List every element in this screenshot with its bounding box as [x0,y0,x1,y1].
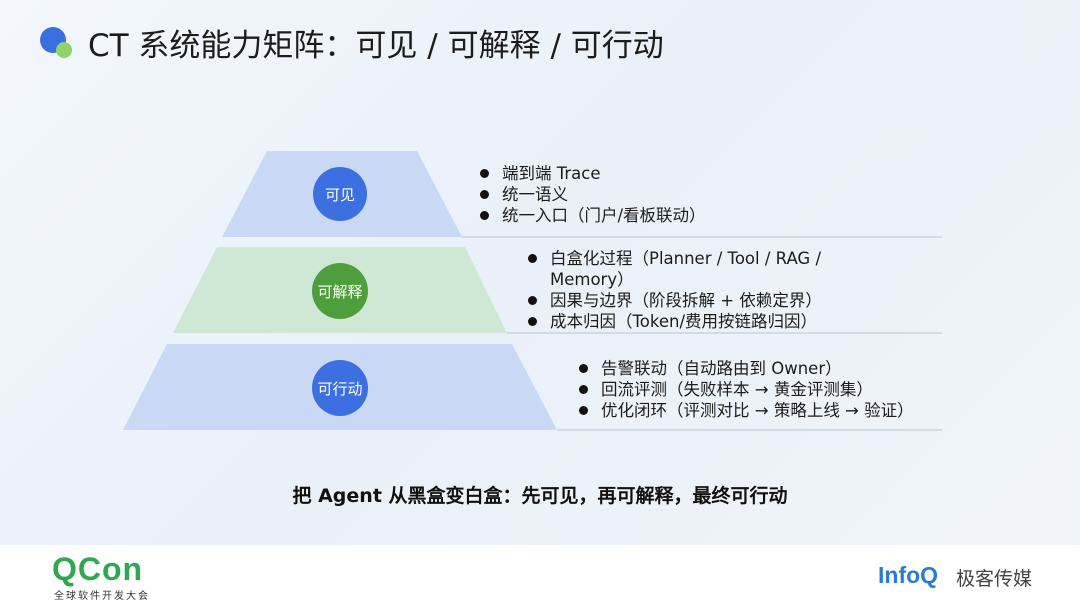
tier-3-bullet: 优化闭环（评测对比 → 策略上线 → 验证） [575,400,914,421]
tier-3-bullet-list: 告警联动（自动路由到 Owner） 回流评测（失败样本 → 黄金评测集） 优化闭… [575,358,914,421]
tier-2-bullet: 成本归因（Token/费用按链路归因） [524,311,822,332]
tier-1-circle: 可见 [313,167,367,221]
footer-bar [0,545,1080,605]
tier-2-bullet: 因果与边界（阶段拆解 + 依赖定界） [524,290,822,311]
slide-title: CT 系统能力矩阵：可见 / 可解释 / 可行动 [88,28,664,64]
tier-3-circle: 可行动 [312,360,368,416]
tier-3-bullet: 回流评测（失败样本 → 黄金评测集） [575,379,914,400]
qcon-subtitle: 全球软件开发大会 [54,591,150,602]
infoq-subtitle: 极客传媒 [956,568,1033,590]
tier-1-bullet: 统一语义 [476,184,706,205]
slide: CT 系统能力矩阵：可见 / 可解释 / 可行动 可见 可解释 可行动 端到端 … [40,27,942,507]
title-bullet-green-dot [56,42,72,58]
tier-2-circle: 可解释 [312,263,368,319]
tagline: 把 Agent 从黑盒变白盒：先可见，再可解释，最终可行动 [292,485,788,507]
tier-1-bullet: 统一入口（门户/看板联动） [476,205,706,226]
infoq-logo: InfoQ [878,562,939,588]
tier-2-bullet-list: 白盒化过程（Planner / Tool / RAG / Memory） 因果与… [524,248,822,332]
tier-1-bullet: 端到端 Trace [476,163,706,184]
tier-2-bullet-continuation: Memory） [550,270,634,289]
tier-3-bullet: 告警联动（自动路由到 Owner） [575,358,914,379]
tier-1-bullet-list: 端到端 Trace 统一语义 统一入口（门户/看板联动） [476,163,706,226]
tier-2-bullet: 白盒化过程（Planner / Tool / RAG / [524,248,822,269]
qcon-logo: QCon [52,551,144,587]
